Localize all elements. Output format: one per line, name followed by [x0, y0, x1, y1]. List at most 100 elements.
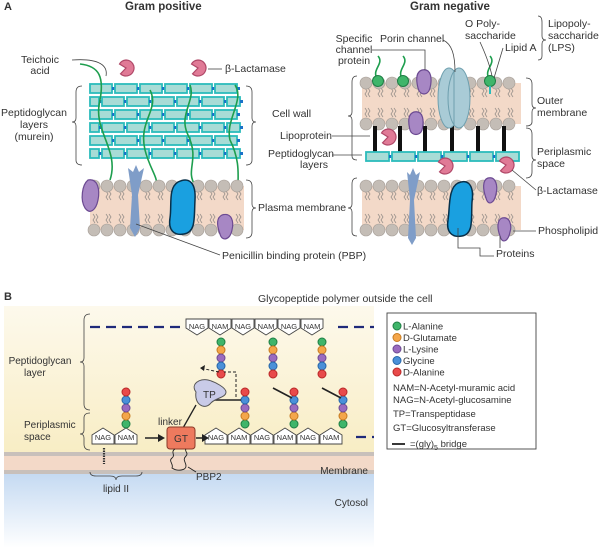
linker-label: linker: [158, 417, 183, 428]
lipid-tail: [222, 190, 229, 201]
crosslink: [224, 152, 227, 155]
gp-purple-protein: [81, 179, 100, 212]
gram-negative-lipoproteins: [373, 126, 506, 152]
nag-label: NAG: [235, 322, 251, 331]
phospholipid-head: [230, 179, 244, 193]
beta-lactamase-icon: [498, 156, 515, 174]
phospholipid-head: [476, 223, 490, 237]
lipid-tail: [377, 107, 384, 118]
periplasmic-label-2: space: [537, 158, 565, 170]
lipid-tail: [118, 190, 125, 201]
nag-label: NAG: [281, 322, 297, 331]
lipid-tail: [494, 107, 501, 118]
peptidoglycan-brick: [164, 83, 188, 94]
nam-label: NAM: [277, 433, 294, 442]
b-periplasmic-label-2: space: [24, 432, 51, 443]
crosslink: [137, 139, 140, 142]
pbp-label: Penicillin binding protein (PBP): [222, 250, 366, 262]
cell-wall-label: Cell wall: [272, 108, 311, 120]
phospholipid-head: [424, 117, 438, 131]
lipid-tail: [468, 107, 475, 118]
amino-acid-bead: [338, 419, 348, 429]
nag-label: NAG: [189, 322, 205, 331]
glycopeptide-title: Glycopeptide polymer outside the cell: [258, 293, 433, 305]
gn-purple-protein-2: [408, 111, 424, 136]
nam-sugar: [254, 318, 278, 336]
phospholipid-head: [437, 179, 451, 193]
lipoprotein: [398, 126, 402, 152]
legend-def-tp: TP=Transpeptidase: [393, 409, 476, 420]
peptidoglycan-brick: [89, 148, 100, 159]
crosslink: [240, 100, 243, 103]
phospholipid-head: [372, 223, 386, 237]
amino-acid-bead: [268, 345, 278, 355]
peptidoglycan-brick: [114, 109, 138, 120]
membrane-core: [362, 186, 521, 230]
crosslink: [99, 152, 102, 155]
lipid-tail: [442, 213, 449, 224]
lipid-tail: [92, 213, 99, 224]
crosslink: [99, 100, 102, 103]
lipid-tail: [416, 213, 423, 224]
crosslink: [199, 126, 202, 129]
nam-label: NAM: [304, 322, 321, 331]
phospholipid-head: [191, 223, 205, 237]
crosslink: [99, 126, 102, 129]
legend-item-label: L-Lysine: [403, 345, 439, 356]
lipid-tail: [416, 190, 423, 201]
legend-item-label: D-Glutamate: [403, 333, 457, 344]
peptidoglycan-brick: [391, 151, 416, 162]
o-polysaccharide-label: O Poly-: [465, 18, 501, 30]
crosslink: [212, 139, 215, 142]
crosslink: [112, 113, 115, 116]
lipid-tail: [364, 213, 371, 224]
nam-label: NAM: [231, 433, 248, 442]
peptidoglycan-brick: [176, 122, 200, 133]
peptidoglycan-brick: [176, 148, 200, 159]
legend: L-AlanineD-GlutamateL-LysineGlycineD-Ala…: [386, 312, 537, 452]
lipid-tail: [209, 190, 216, 201]
peptidoglycan-brick: [89, 122, 100, 133]
phospholipid-head: [424, 179, 438, 193]
gp-peptidoglycan-label: Peptidoglycan: [1, 107, 67, 119]
phospholipid-head: [372, 179, 386, 193]
teichoic-acid-label-2: acid: [30, 65, 49, 77]
lipid-tail: [429, 87, 436, 98]
lipid-tail: [235, 190, 242, 201]
peptidoglycan-brick: [365, 151, 390, 162]
lipid-tail: [364, 107, 371, 118]
amino-acid-bead: [317, 345, 327, 355]
gn-purple-protein-3: [483, 177, 498, 204]
porin-channel-label: Porin channel: [380, 33, 444, 45]
amino-acid-bead: [121, 387, 131, 397]
pbp2-label: PBP2: [196, 472, 222, 483]
lps-label: Lipopoly-: [548, 18, 591, 30]
lipid-tail: [429, 190, 436, 201]
lipid-tail: [494, 87, 501, 98]
lipid-tail: [429, 107, 436, 118]
membrane-label: Membrane: [320, 466, 368, 477]
lipoprotein: [423, 126, 427, 152]
phospholipid-head: [100, 179, 114, 193]
lipoprotein: [450, 126, 454, 152]
peptidoglycan-brick: [101, 122, 125, 133]
nam-sugar: [300, 318, 324, 336]
gp-peptidoglycan-label-3: (murein): [14, 131, 53, 143]
lipid-tail: [196, 213, 203, 224]
nag-label: NAG: [95, 433, 111, 442]
crosslink: [493, 155, 496, 158]
amino-acid-bead: [216, 337, 226, 347]
crosslink: [187, 113, 190, 116]
lipid-a-tail: [489, 86, 491, 94]
o-polysaccharide-label-2: saccharide: [465, 30, 516, 42]
outer-membrane-label-2: membrane: [537, 107, 587, 119]
amino-acid-bead: [317, 361, 327, 371]
proteins-label: Proteins: [496, 248, 535, 260]
crosslink: [112, 87, 115, 90]
amino-acid-bead: [268, 369, 278, 379]
beta-lactamase-icon: [437, 157, 454, 175]
crosslink: [149, 152, 152, 155]
peptidoglycan-brick: [189, 135, 213, 146]
